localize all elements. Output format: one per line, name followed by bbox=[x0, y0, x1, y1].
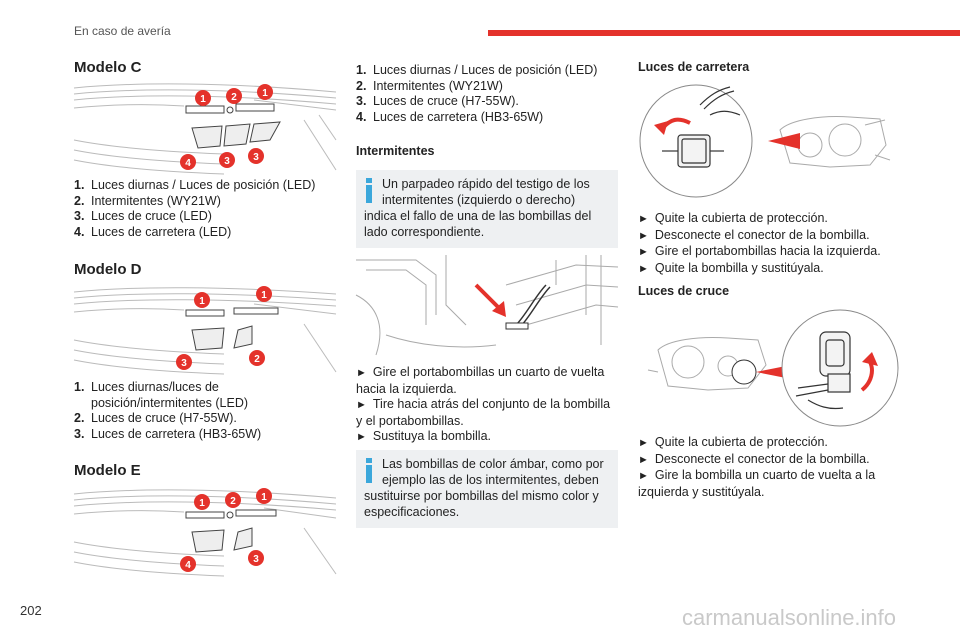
list-item: 2.Intermitentes (WY21W) bbox=[74, 193, 221, 208]
callout-badge: 2 bbox=[225, 492, 241, 508]
callout-badge: 1 bbox=[257, 84, 273, 100]
callout-badge: 3 bbox=[248, 148, 264, 164]
step-item: Gire el portabombillas hacia la izquierd… bbox=[638, 244, 900, 261]
turn-signal-bulb-diagram bbox=[355, 255, 619, 356]
svg-text:1: 1 bbox=[199, 498, 205, 509]
callout-badge: 3 bbox=[176, 354, 192, 370]
svg-text:3: 3 bbox=[224, 156, 230, 167]
callout-badge: 3 bbox=[248, 550, 264, 566]
carretera-title: Luces de carretera bbox=[638, 60, 750, 74]
svg-text:3: 3 bbox=[181, 358, 187, 369]
callout-badge: 2 bbox=[226, 88, 242, 104]
svg-text:4: 4 bbox=[185, 560, 191, 571]
callout-badge: 4 bbox=[180, 154, 196, 170]
callout-badge: 1 bbox=[256, 488, 272, 504]
step-item: Sustituya la bombilla. bbox=[356, 429, 618, 446]
model-d-callouts: 1 1 3 2 bbox=[176, 286, 272, 370]
step-item: Quite la bombilla y sustitúyala. bbox=[638, 261, 900, 278]
svg-text:1: 1 bbox=[262, 88, 268, 99]
model-e-callouts: 1 2 1 4 3 bbox=[180, 488, 272, 572]
high-beam-steps: Quite la cubierta de protección. Descone… bbox=[638, 211, 900, 277]
callout-badge: 2 bbox=[249, 350, 265, 366]
low-beam-bulb-diagram bbox=[647, 309, 899, 427]
callout-badge: 1 bbox=[195, 90, 211, 106]
step-item: Gire el portabombillas un cuarto de vuel… bbox=[356, 365, 618, 397]
list-item: 4.Luces de carretera (HB3-65W) bbox=[356, 109, 544, 124]
watermark: carmanualsonline.info bbox=[682, 605, 897, 630]
svg-text:3: 3 bbox=[253, 152, 259, 163]
model-d-list: 1.Luces diurnas/luces de posición/interm… bbox=[74, 380, 336, 442]
page-number: 202 bbox=[20, 603, 42, 618]
model-d-headlamp-diagram bbox=[73, 287, 337, 375]
turn-signal-steps: Gire el portabombillas un cuarto de vuel… bbox=[356, 365, 618, 446]
svg-text:1: 1 bbox=[200, 94, 206, 105]
list-item: 1.Luces diurnas/luces de posición/interm… bbox=[74, 380, 249, 410]
callout-badge: 4 bbox=[180, 556, 196, 572]
step-item: Desconecte el conector de la bombilla. bbox=[638, 228, 900, 245]
callout-badge: 3 bbox=[219, 152, 235, 168]
list-item: 2.Luces de cruce (H7-55W). bbox=[74, 411, 237, 425]
model-d-title: Modelo D bbox=[74, 261, 142, 278]
low-beam-steps: Quite la cubierta de protección. Descone… bbox=[638, 435, 900, 500]
list-item: 3.Luces de carretera (HB3-65W) bbox=[74, 426, 262, 441]
info-box-turn-signal-warning: Un parpadeo rápido del testigo de los in… bbox=[356, 170, 618, 248]
model-e-list: 1.Luces diurnas / Luces de posición (LED… bbox=[356, 63, 618, 125]
callout-badge: 1 bbox=[256, 286, 272, 302]
step-item: Quite la cubierta de protección. bbox=[638, 435, 900, 452]
info-icon bbox=[364, 178, 374, 204]
callout-badge: 1 bbox=[194, 292, 210, 308]
callout-badge: 1 bbox=[194, 494, 210, 510]
model-e-title: Modelo E bbox=[74, 462, 141, 479]
model-c-list: 1.Luces diurnas / Luces de posición (LED… bbox=[74, 178, 336, 240]
list-item: 3.Luces de cruce (LED) bbox=[74, 209, 212, 223]
step-item: Gire la bombilla un cuarto de vuelta a l… bbox=[638, 468, 900, 500]
section-title: En caso de avería bbox=[74, 24, 171, 38]
svg-text:3: 3 bbox=[253, 554, 259, 565]
model-c-title: Modelo C bbox=[74, 59, 142, 76]
list-item: 4.Luces de carretera (LED) bbox=[74, 224, 232, 239]
list-item: 3.Luces de cruce (H7-55W). bbox=[356, 94, 519, 108]
step-item: Tire hacia atrás del conjunto de la bomb… bbox=[356, 397, 618, 429]
svg-text:1: 1 bbox=[261, 290, 267, 301]
svg-text:2: 2 bbox=[254, 354, 260, 365]
svg-text:1: 1 bbox=[261, 492, 267, 503]
model-c-headlamp-diagram bbox=[73, 83, 337, 175]
list-item: 1.Luces diurnas / Luces de posición (LED… bbox=[356, 63, 598, 77]
list-item: 2.Intermitentes (WY21W) bbox=[356, 78, 503, 93]
cruce-title: Luces de cruce bbox=[638, 284, 730, 298]
step-item: Desconecte el conector de la bombilla. bbox=[638, 452, 900, 469]
intermitentes-title: Intermitentes bbox=[356, 144, 435, 158]
step-item: Quite la cubierta de protección. bbox=[638, 211, 900, 228]
svg-text:1: 1 bbox=[199, 296, 205, 307]
header-accent-bar bbox=[488, 30, 960, 36]
model-e-headlamp-diagram bbox=[73, 489, 337, 577]
high-beam-bulb-diagram bbox=[639, 84, 891, 198]
info-icon bbox=[364, 458, 374, 484]
svg-text:4: 4 bbox=[185, 158, 191, 169]
list-item: 1.Luces diurnas / Luces de posición (LED… bbox=[74, 178, 316, 192]
svg-text:2: 2 bbox=[230, 496, 236, 507]
model-c-callouts: 1 2 1 4 3 3 bbox=[180, 84, 273, 170]
svg-text:2: 2 bbox=[231, 92, 237, 103]
info-box-amber-bulbs: Las bombillas de color ámbar, como por e… bbox=[356, 450, 618, 528]
